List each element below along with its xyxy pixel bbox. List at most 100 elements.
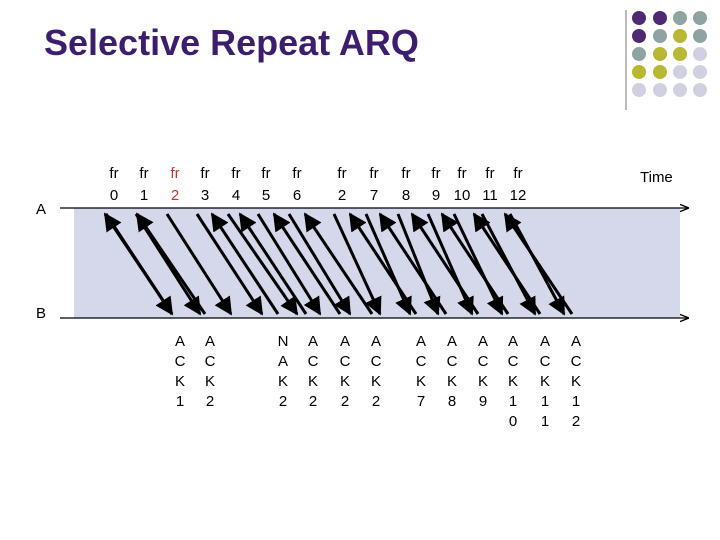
decorative-dot	[693, 83, 707, 97]
frame-label-number: 1	[140, 187, 148, 204]
decorative-dot	[673, 83, 687, 97]
frame-label-number: 3	[201, 187, 209, 204]
frame-label-top: fr	[292, 165, 301, 182]
ack-arrow	[238, 212, 308, 315]
frame-label-number: 2	[171, 187, 179, 204]
frame-label-top: fr	[139, 165, 148, 182]
ack-label-line: A	[478, 333, 488, 350]
ack-label-line: 2	[309, 393, 317, 410]
sender-label: A	[36, 201, 46, 218]
frame-label-top: fr	[513, 165, 522, 182]
decorative-dot	[632, 29, 646, 43]
ack-label-line: 1	[541, 393, 549, 410]
ack-label-line: 2	[572, 413, 580, 430]
ack-label-line: K	[478, 373, 488, 390]
frame-arrows	[104, 213, 566, 316]
decorative-dot	[653, 29, 667, 43]
ack-label-line: C	[571, 353, 582, 370]
ack-label-line: A	[571, 333, 581, 350]
ack-label-line: K	[416, 373, 426, 390]
ack-label-line: A	[416, 333, 426, 350]
decorative-dot	[673, 29, 687, 43]
frame-arrow	[452, 213, 504, 316]
frame-label-top: fr	[337, 165, 346, 182]
ack-labels: ACK1ACK2NAK2ACK2ACK2ACK2ACK7ACK8ACK9ACK1…	[175, 333, 582, 430]
ack-label-line: 9	[479, 393, 487, 410]
ack-arrow	[378, 212, 448, 315]
ack-arrow	[135, 212, 207, 315]
ack-arrow	[103, 212, 174, 315]
frame-arrow	[195, 213, 264, 316]
ack-label-line: C	[447, 353, 458, 370]
frame-label-top: fr	[485, 165, 494, 182]
frame-labels: fr0fr1fr2fr3fr4fr5fr6fr2fr7fr8fr9fr10fr1…	[109, 165, 526, 204]
ack-label-line: K	[308, 373, 318, 390]
ack-label-line: K	[540, 373, 550, 390]
decorative-dot	[693, 65, 707, 79]
ack-label-line: K	[175, 373, 185, 390]
decorative-dot	[673, 11, 687, 25]
ack-label-line: C	[340, 353, 351, 370]
frame-arrow	[364, 213, 412, 316]
ack-label-line: A	[205, 333, 215, 350]
ack-label-line: K	[571, 373, 581, 390]
frame-label-top: fr	[457, 165, 466, 182]
ack-label-line: 1	[176, 393, 184, 410]
ack-arrow	[440, 212, 510, 315]
time-label: Time	[640, 169, 673, 186]
ack-label-line: A	[540, 333, 550, 350]
ack-arrow	[503, 212, 574, 315]
frame-label-top: fr	[231, 165, 240, 182]
receiver-label: B	[36, 305, 46, 322]
ack-label-line: K	[447, 373, 457, 390]
ack-label-line: A	[278, 353, 288, 370]
decorative-dot	[632, 11, 646, 25]
ack-label-line: C	[175, 353, 186, 370]
ack-label-line: C	[540, 353, 551, 370]
ack-label-line: 2	[341, 393, 349, 410]
frame-arrow	[396, 213, 441, 316]
ack-arrow	[410, 212, 480, 315]
ack-label-line: C	[205, 353, 216, 370]
decorative-dot	[653, 65, 667, 79]
decorative-dot	[673, 47, 687, 61]
frame-label-number: 12	[510, 187, 527, 204]
frame-label-number: 6	[293, 187, 301, 204]
ack-arrow	[348, 212, 418, 315]
ack-label-line: C	[508, 353, 519, 370]
ack-label-line: K	[205, 373, 215, 390]
ack-label-line: K	[278, 373, 288, 390]
ack-label-line: 1	[509, 393, 517, 410]
ack-label-line: 1	[541, 413, 549, 430]
ack-label-line: A	[371, 333, 381, 350]
decorative-dot	[693, 47, 707, 61]
ack-arrow	[210, 212, 280, 315]
frame-label-number: 10	[454, 187, 471, 204]
frame-label-top: fr	[109, 165, 118, 182]
decorative-dot	[693, 29, 707, 43]
frame-arrow	[287, 213, 352, 316]
frame-label-number: 8	[402, 187, 410, 204]
ack-label-line: 8	[448, 393, 456, 410]
frame-label-number: 4	[232, 187, 240, 204]
ack-arrow	[472, 212, 542, 315]
ack-label-line: A	[447, 333, 457, 350]
frame-arrow	[332, 213, 382, 316]
frame-arrow	[256, 213, 322, 316]
frame-label-number: 5	[262, 187, 270, 204]
ack-label-line: K	[371, 373, 381, 390]
decorative-dot	[693, 11, 707, 25]
ack-label-line: C	[416, 353, 427, 370]
ack-label-line: 1	[572, 393, 580, 410]
ack-label-line: K	[340, 373, 350, 390]
frame-label-top: fr	[431, 165, 440, 182]
frame-arrow	[426, 213, 474, 316]
frame-arrow	[165, 213, 233, 316]
frame-label-number: 7	[370, 187, 378, 204]
decorative-dot	[632, 83, 646, 97]
ack-label-line: A	[175, 333, 185, 350]
ack-label-line: 2	[279, 393, 287, 410]
ack-label-line: A	[340, 333, 350, 350]
